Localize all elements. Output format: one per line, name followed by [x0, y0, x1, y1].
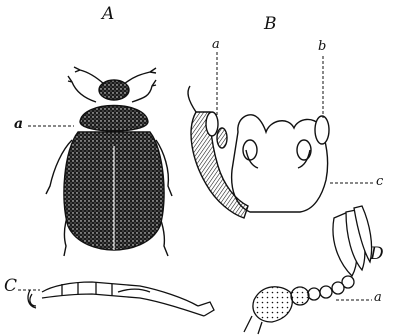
- antenna-segment-2: [332, 282, 344, 294]
- mouthpart-body: [232, 115, 328, 212]
- antenna-segment-3: [320, 286, 332, 298]
- beetle-pronotum: [80, 106, 148, 132]
- figure-label-D: D: [370, 246, 384, 263]
- antenna-scape: [253, 287, 292, 322]
- mouthpart-left-lobe-upper: [206, 112, 218, 136]
- beetle-left-antenna: [74, 67, 104, 84]
- mouthpart-right-palp: [315, 116, 329, 144]
- figure-label-C: C: [4, 278, 17, 295]
- beetle-dorsal-view: [46, 67, 172, 256]
- mouthparts-diagram: [188, 86, 329, 218]
- antenna-diagram: [244, 206, 372, 334]
- beetle-right-antenna: [124, 68, 156, 84]
- tarsus-upper-outline: [42, 282, 198, 306]
- tarsus-base: [198, 302, 214, 316]
- antenna-pedicel: [291, 287, 309, 305]
- tarsus-claws: [28, 290, 36, 308]
- figure-label-A: A: [102, 6, 114, 23]
- beetle-right-foreleg: [132, 80, 156, 102]
- callout-B-b: b: [318, 40, 326, 53]
- beetle-head: [99, 80, 129, 100]
- mouthpart-inner-lobe-right: [297, 140, 311, 160]
- tarsus-diagram: [28, 282, 214, 316]
- mouthpart-inner-lobe-left: [243, 140, 257, 160]
- mouthpart-left-palp: [188, 86, 196, 112]
- antenna-segment-4: [308, 288, 320, 300]
- beetle-left-foreleg: [68, 76, 96, 102]
- figure-label-B: B: [264, 16, 277, 33]
- callout-A-a: a: [14, 117, 23, 131]
- callout-D-a: a: [374, 291, 382, 304]
- mouthpart-left-lobe-lower: [217, 128, 227, 148]
- callout-B-a: a: [212, 38, 220, 51]
- tarsus-spur: [118, 289, 150, 292]
- callout-B-c: c: [376, 175, 383, 188]
